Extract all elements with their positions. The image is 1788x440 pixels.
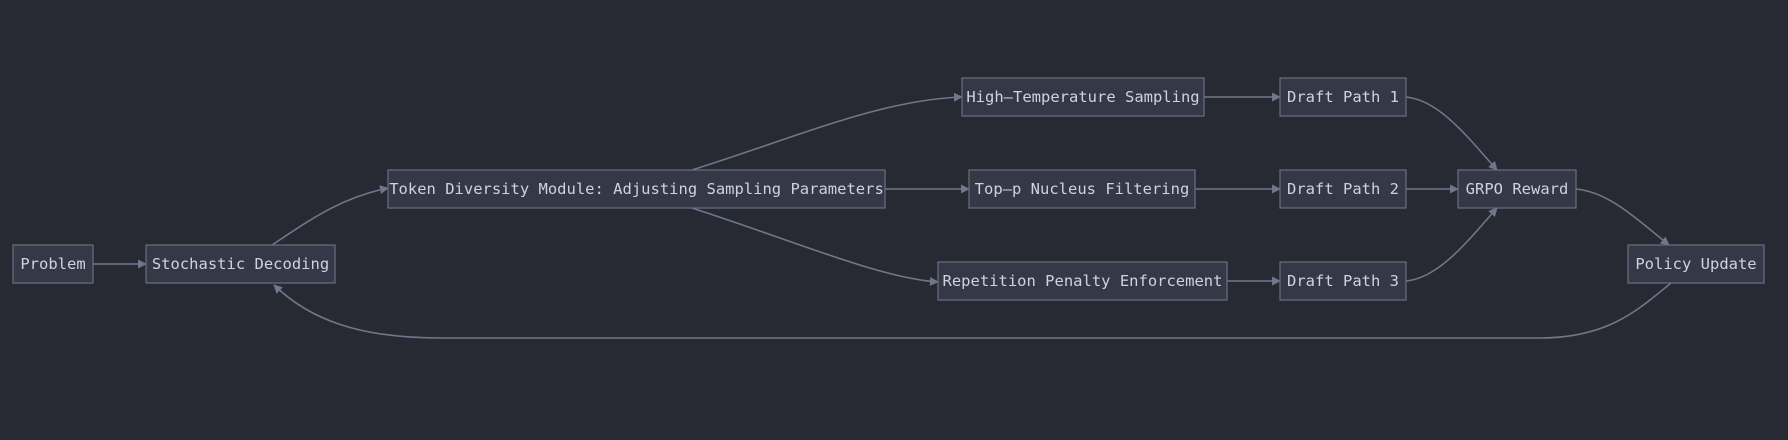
edges (93, 92, 1672, 339)
node-high-temperature-sampling-box (961, 77, 1205, 117)
node-top-p-nucleus-filtering-label: Top–p Nucleus Filtering (975, 180, 1190, 198)
node-draft-path-1: Draft Path 1 (1279, 77, 1407, 117)
node-draft-path-1-label: Draft Path 1 (1287, 88, 1399, 106)
node-stochastic-decoding: Stochastic Decoding (145, 244, 336, 284)
edge-token-diversity-to-repetition (691, 207, 939, 286)
node-stochastic-decoding-label: Stochastic Decoding (152, 255, 329, 273)
node-draft-path-1-box (1279, 77, 1407, 117)
node-draft-path-2-label: Draft Path 2 (1287, 180, 1399, 198)
node-grpo-reward-box (1457, 169, 1577, 209)
edge-draft3-to-grpo (1405, 207, 1498, 282)
node-problem: Problem (12, 244, 94, 284)
node-top-p-nucleus-filtering: Top–p Nucleus Filtering (968, 169, 1196, 209)
edge-grpo-to-policy-update (1575, 188, 1670, 246)
node-stochastic-decoding-box (145, 244, 336, 284)
node-grpo-reward: GRPO Reward (1457, 169, 1577, 209)
node-policy-update: Policy Update (1627, 244, 1765, 284)
edge-draft1-to-grpo (1405, 96, 1498, 171)
node-problem-box (12, 244, 94, 284)
node-problem-label: Problem (20, 255, 85, 273)
node-policy-update-box (1627, 244, 1765, 284)
node-high-temperature-sampling-label: High–Temperature Sampling (966, 88, 1199, 106)
edge-policy-update-to-stochastic-decoding (273, 282, 1672, 339)
node-draft-path-2-box (1279, 169, 1407, 209)
node-repetition-penalty-enforcement-box (937, 261, 1228, 301)
edge-stochastic-decoding-to-token-diversity (271, 185, 389, 246)
nodes: Problem Stochastic Decoding Token Divers… (12, 77, 1765, 301)
node-high-temperature-sampling: High–Temperature Sampling (961, 77, 1205, 117)
edge-token-diversity-to-high-temp (691, 92, 963, 171)
node-token-diversity-module-box (387, 169, 886, 209)
node-policy-update-label: Policy Update (1635, 255, 1756, 273)
node-token-diversity-module-label: Token Diversity Module: Adjusting Sampli… (389, 180, 884, 198)
node-draft-path-3-box (1279, 261, 1407, 301)
node-draft-path-3-label: Draft Path 3 (1287, 272, 1399, 290)
node-draft-path-2: Draft Path 2 (1279, 169, 1407, 209)
node-repetition-penalty-enforcement-label: Repetition Penalty Enforcement (943, 272, 1223, 290)
node-token-diversity-module: Token Diversity Module: Adjusting Sampli… (387, 169, 886, 209)
node-repetition-penalty-enforcement: Repetition Penalty Enforcement (937, 261, 1228, 301)
node-draft-path-3: Draft Path 3 (1279, 261, 1407, 301)
node-grpo-reward-label: GRPO Reward (1466, 180, 1569, 198)
node-top-p-nucleus-filtering-box (968, 169, 1196, 209)
